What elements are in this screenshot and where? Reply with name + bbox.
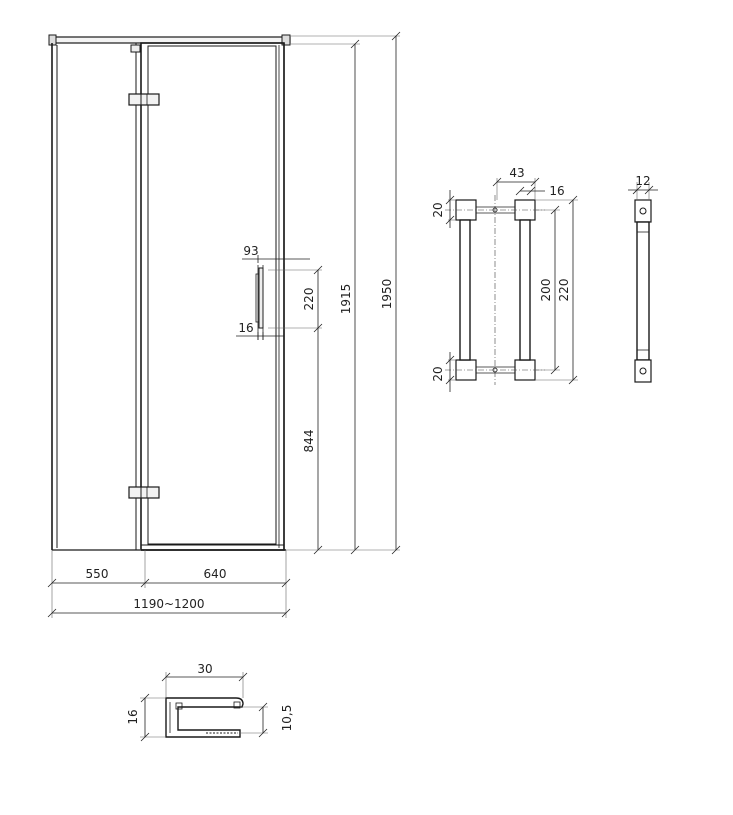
dim-handle-depth-label: 16	[238, 321, 253, 335]
dim-total-height: 1950	[286, 31, 401, 555]
handle-width-label: 43	[509, 166, 524, 180]
dim-total-height-label: 1950	[380, 279, 394, 310]
dim-glass-height-label: 1915	[339, 284, 353, 315]
door-handle	[255, 265, 264, 340]
handle-top-block-label: 20	[431, 202, 445, 217]
door-panel	[140, 42, 286, 551]
handle-side-thickness-label: 12	[635, 174, 650, 188]
profile-section: 30 16 10,5	[126, 662, 294, 742]
handle-bar-left	[459, 219, 471, 361]
dim-handle-offset-label: 93	[243, 244, 258, 258]
dim-left-panel-label: 550	[86, 567, 109, 581]
profile-width-label: 30	[197, 662, 212, 676]
top-latch	[130, 44, 141, 53]
fixed-panel	[51, 43, 140, 551]
dim-handle-offset: 93	[242, 244, 310, 263]
handle-bottom-block-label: 20	[431, 366, 445, 381]
profile-outline	[165, 697, 244, 738]
dim-glass-height: 1915	[290, 39, 360, 555]
dim-handle-height: 220	[268, 265, 323, 333]
dim-handle-depth: 16	[236, 321, 284, 340]
dim-handle-floor-label: 844	[302, 430, 316, 453]
dim-total-width-label: 1190~1200	[133, 597, 204, 611]
door-inner-frame	[147, 45, 277, 545]
hinge-bottom	[128, 486, 160, 499]
handle-detail: 43 16 20 20 200 220	[431, 166, 578, 392]
door-elevation: 93 16 220 844	[47, 31, 401, 618]
dim-door-width-label: 640	[204, 567, 227, 581]
handle-bar-label: 16	[549, 184, 564, 198]
handle-side-view: 12	[628, 174, 658, 383]
dim-handle-floor: 844	[302, 328, 323, 555]
handle-inner-label: 200	[539, 279, 553, 302]
handle-outer-label: 220	[557, 279, 571, 302]
hinge-top	[128, 93, 160, 106]
dim-handle-height-label: 220	[302, 288, 316, 311]
top-rail	[51, 36, 291, 44]
profile-inner-height-label: 10,5	[280, 705, 294, 732]
handle-bar-right	[519, 219, 531, 361]
profile-height-label: 16	[126, 709, 140, 724]
dim-widths: 550 640 1190~1200	[47, 550, 291, 618]
top-rail-cap-right	[281, 34, 291, 46]
